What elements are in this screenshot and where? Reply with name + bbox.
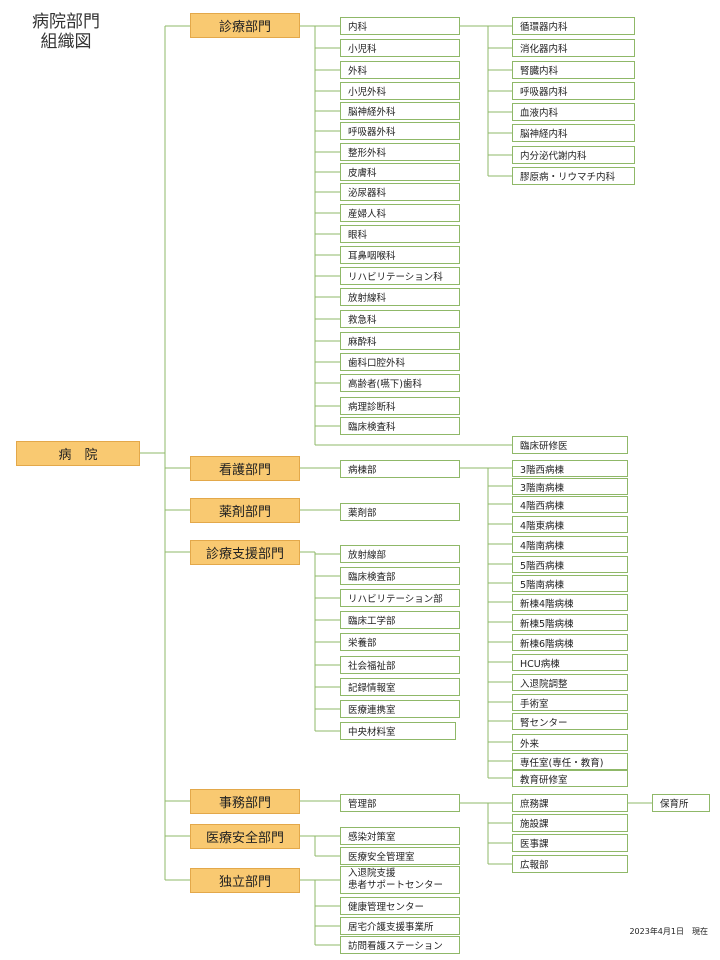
- shien-item: 臨床検査部: [340, 567, 460, 585]
- shinryo-item: 産婦人科: [340, 204, 460, 222]
- naika-item: 消化器内科: [512, 39, 635, 57]
- byoto-item: 3階西病棟: [512, 460, 628, 477]
- chart-title: 病院部門 組織図: [16, 12, 116, 52]
- dept-dokuritsu-box: 独立部門: [190, 868, 300, 893]
- anzen-item: 感染対策室: [340, 827, 460, 845]
- shinryo-item: 歯科口腔外科: [340, 353, 460, 371]
- dokuritsu-item: 健康管理センター: [340, 897, 460, 915]
- yakuzai-item: 薬剤部: [340, 503, 460, 521]
- dokuritsu-first-box: 入退院支援 患者サポートセンター: [340, 866, 460, 894]
- shinryo-item: 脳神経外科: [340, 102, 460, 120]
- byoto-item: 4階東病棟: [512, 516, 628, 533]
- byoto-item: 手術室: [512, 694, 628, 711]
- shien-item: 中央材料室: [340, 722, 456, 740]
- naika-item: 腎臓内科: [512, 61, 635, 79]
- byoto-item: 入退院調整: [512, 674, 628, 691]
- kanri-item: 医事課: [512, 834, 628, 852]
- shien-item: リハビリテーション部: [340, 589, 460, 607]
- shinryo-item: 高齢者(嚥下)歯科: [340, 374, 460, 392]
- dept-dokuritsu-label: 独立部門: [218, 875, 271, 890]
- rinsho-kenshu-box: 臨床研修医: [512, 436, 628, 454]
- byoto-item: 教育研修室: [512, 770, 628, 787]
- shinryo-item: 耳鼻咽喉科: [340, 246, 460, 264]
- kanri-item: 庶務課: [512, 794, 628, 812]
- byoto-item: 腎センター: [512, 713, 628, 730]
- dept-kango-label: 看護部門: [218, 463, 271, 478]
- shinryo-item: 麻酔科: [340, 332, 460, 350]
- shinryo-item: 整形外科: [340, 143, 460, 161]
- dept-jimu-box: 事務部門: [190, 789, 300, 814]
- dept-jimu-label: 事務部門: [218, 796, 271, 811]
- shinryo-item: 臨床検査科: [340, 417, 460, 435]
- dokuritsu-item: 居宅介護支援事業所: [340, 917, 460, 935]
- shinryo-item: 小児外科: [340, 82, 460, 100]
- kanri-box: 管理部: [340, 794, 460, 812]
- byoto-item: 3階南病棟: [512, 478, 628, 495]
- dept-anzen-label: 医療安全部門: [205, 831, 284, 846]
- root-hospital-label: 病 院: [58, 448, 98, 463]
- shien-item: 医療連携室: [340, 700, 460, 718]
- root-hospital-box: 病 院: [16, 441, 140, 466]
- byoto-item: 4階南病棟: [512, 536, 628, 553]
- byoto-item: 5階西病棟: [512, 556, 628, 573]
- shinryo-item: 病理診断科: [340, 397, 460, 415]
- naika-item: 呼吸器内科: [512, 82, 635, 100]
- shinryo-item: 救急科: [340, 310, 460, 328]
- shinryo-item: 外科: [340, 61, 460, 79]
- shinryo-item: 皮膚科: [340, 163, 460, 181]
- dept-shien-box: 診療支援部門: [190, 540, 300, 565]
- dept-yakuzai-box: 薬剤部門: [190, 498, 300, 523]
- shinryo-item: 眼科: [340, 225, 460, 243]
- dept-anzen-box: 医療安全部門: [190, 824, 300, 849]
- dokuritsu-first-line-1: 入退院支援: [348, 868, 396, 879]
- anzen-item: 医療安全管理室: [340, 847, 460, 865]
- shien-item: 栄養部: [340, 633, 460, 651]
- shinryo-item: 呼吸器外科: [340, 122, 460, 140]
- byoto-item: 新棟4階病棟: [512, 594, 628, 611]
- shinryo-item: 内科: [340, 17, 460, 35]
- kanri-item: 広報部: [512, 855, 628, 873]
- byoto-item: 外来: [512, 734, 628, 751]
- shien-item: 臨床工学部: [340, 611, 460, 629]
- dept-shinryo-box: 診療部門: [190, 13, 300, 38]
- byoto-box: 病棟部: [340, 460, 460, 478]
- byoto-item: 4階西病棟: [512, 496, 628, 513]
- shinryo-item: 放射線科: [340, 288, 460, 306]
- chart-title-line-1: 病院部門: [32, 12, 100, 32]
- byoto-item: 新棟6階病棟: [512, 634, 628, 651]
- naika-item: 膠原病・リウマチ内科: [512, 167, 635, 185]
- dokuritsu-first-line-2: 患者サポートセンター: [348, 880, 444, 891]
- dept-shien-label: 診療支援部門: [205, 547, 284, 562]
- shien-item: 社会福祉部: [340, 656, 460, 674]
- naika-item: 循環器内科: [512, 17, 635, 35]
- chart-title-line-2: 組織図: [40, 32, 92, 52]
- byoto-item: 新棟5階病棟: [512, 614, 628, 631]
- shien-item: 放射線部: [340, 545, 460, 563]
- shinryo-item: リハビリテーション科: [340, 267, 460, 285]
- naika-item: 脳神経内科: [512, 124, 635, 142]
- naika-item: 血液内科: [512, 103, 635, 121]
- dept-yakuzai-label: 薬剤部門: [218, 505, 271, 520]
- dept-kango-box: 看護部門: [190, 456, 300, 481]
- byoto-item: 専任室(専任・教育): [512, 753, 628, 770]
- byoto-item: 5階南病棟: [512, 575, 628, 592]
- shinryo-item: 泌尿器科: [340, 183, 460, 201]
- byoto-item: HCU病棟: [512, 654, 628, 671]
- naika-item: 内分泌代謝内科: [512, 146, 635, 164]
- kanri-item: 施設課: [512, 814, 628, 832]
- shien-item: 記録情報室: [340, 678, 460, 696]
- shinryo-item: 小児科: [340, 39, 460, 57]
- dokuritsu-item: 訪問看護ステーション: [340, 936, 460, 954]
- hoikusho-box: 保育所: [652, 794, 710, 812]
- date-label: 2023年4月1日 現在: [629, 927, 708, 936]
- dept-shinryo-label: 診療部門: [218, 20, 271, 35]
